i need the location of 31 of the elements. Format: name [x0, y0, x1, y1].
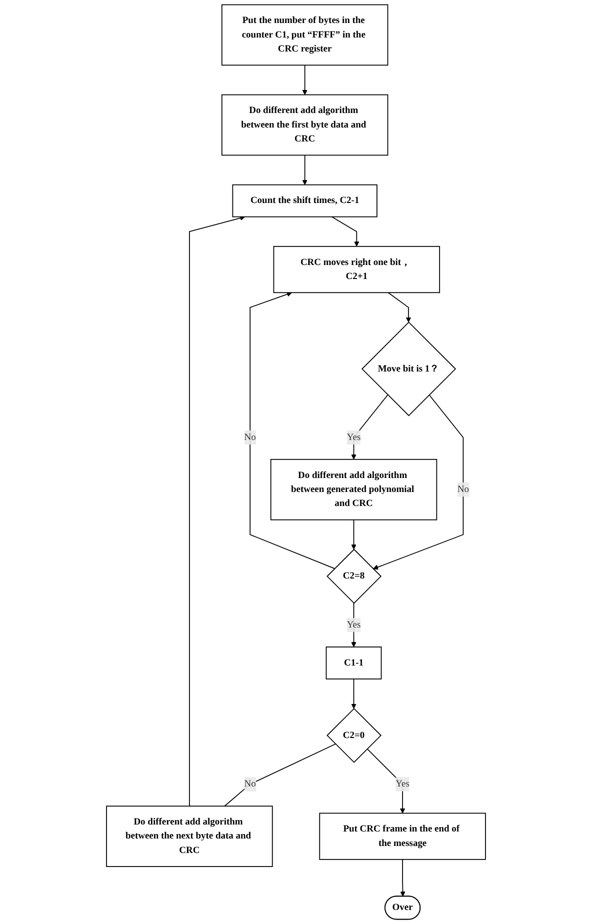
arrow	[372, 394, 464, 570]
connector	[224, 744, 336, 807]
arrow	[351, 678, 356, 709]
node-diamond	[326, 708, 382, 763]
arrow	[189, 216, 246, 807]
arrow	[400, 858, 406, 897]
node-box	[319, 812, 486, 860]
arrow	[331, 216, 360, 247]
arrow	[351, 602, 356, 648]
edge-label: Yes	[396, 778, 410, 789]
arrow	[302, 64, 308, 96]
node-diamond	[361, 322, 456, 416]
node-box	[106, 806, 273, 867]
arrow	[366, 748, 406, 814]
arrow	[250, 292, 336, 570]
edge-label: No	[244, 432, 256, 442]
arrow	[351, 519, 356, 550]
edge-label: Yes	[346, 620, 361, 630]
edge-label: Yes	[346, 432, 361, 442]
arrow	[351, 394, 388, 460]
node-box	[273, 246, 440, 294]
edge-label: No	[457, 484, 470, 494]
node-box	[326, 646, 382, 680]
arrow	[388, 292, 412, 322]
node-box	[270, 458, 438, 520]
arrow	[302, 154, 308, 186]
node-box	[221, 4, 388, 66]
node-box	[232, 184, 378, 218]
edge-label: No	[244, 778, 256, 789]
node-diamond	[326, 548, 382, 604]
node-box	[221, 94, 388, 156]
